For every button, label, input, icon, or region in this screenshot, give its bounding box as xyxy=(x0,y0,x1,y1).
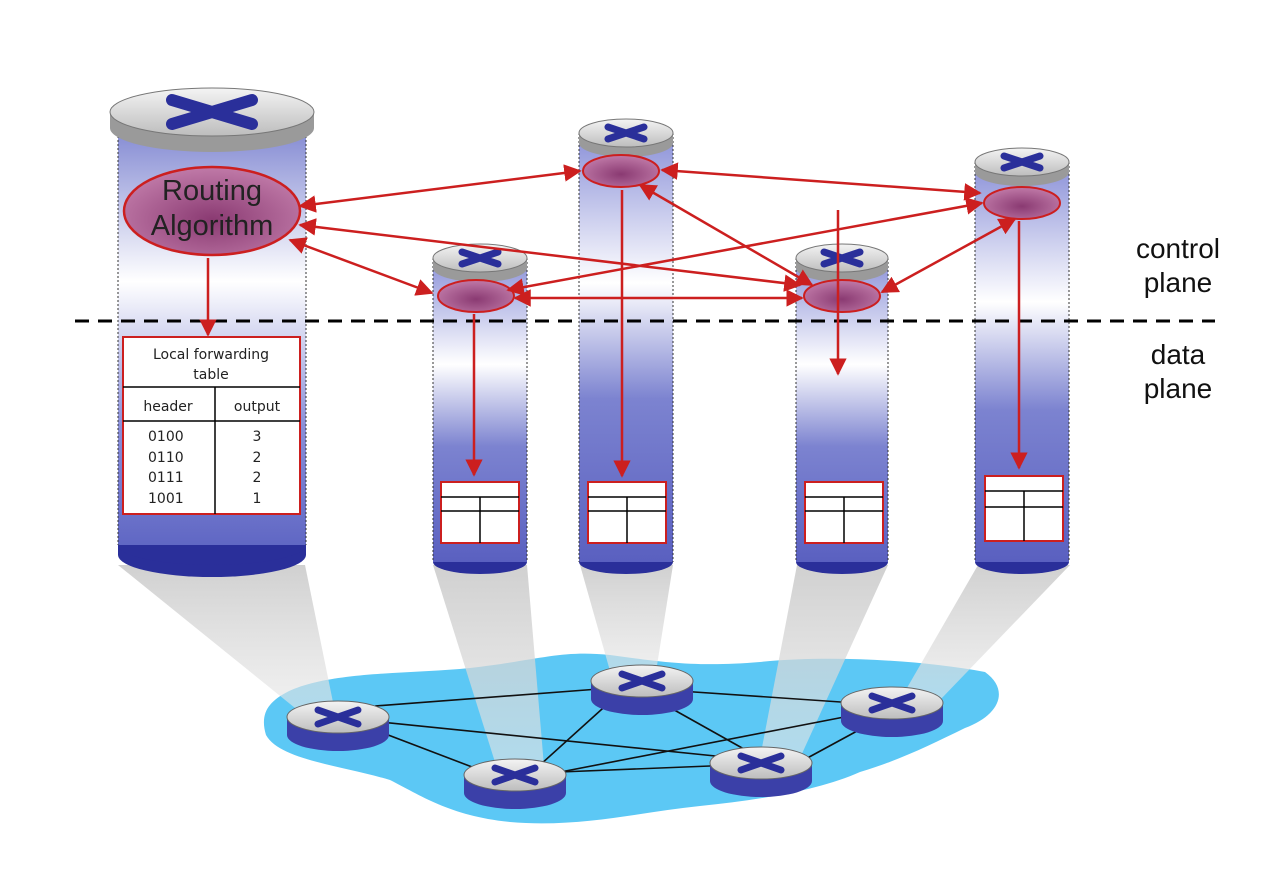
control-agent-5 xyxy=(983,186,1061,220)
table-cell: 0111 xyxy=(148,470,184,486)
table-title-line1: Local forwarding xyxy=(153,347,269,363)
control-agent-3 xyxy=(582,154,660,188)
link xyxy=(374,729,481,771)
router-icon xyxy=(840,686,944,737)
forwarding-table-small xyxy=(440,481,520,544)
control-plane-line1: control xyxy=(1135,233,1221,264)
projection-beams xyxy=(118,565,1070,778)
forwarding-table-small xyxy=(587,481,667,544)
data-plane-label: data plane xyxy=(1128,338,1228,406)
routing-algorithm-line1: Routing xyxy=(162,175,262,207)
control-agent-4 xyxy=(803,279,881,313)
router-icon xyxy=(463,758,567,809)
network-links xyxy=(374,687,871,776)
beam-3 xyxy=(580,565,673,678)
small-forwarding-tables xyxy=(440,475,1064,544)
link xyxy=(379,721,736,759)
forwarding-table-small xyxy=(804,481,884,544)
routing-algorithm: Routing Algorithm xyxy=(122,165,302,257)
control-arrow xyxy=(288,237,434,296)
routing-algorithm-line2: Algorithm xyxy=(151,210,274,242)
control-arrows xyxy=(199,162,1028,478)
table-cell: 1 xyxy=(253,491,262,507)
table-cell: 2 xyxy=(253,470,262,486)
link xyxy=(374,687,613,707)
network-routers xyxy=(286,664,944,809)
beam-1 xyxy=(118,565,335,712)
router-x-icon xyxy=(166,94,258,130)
table-header-col1: header xyxy=(143,399,193,415)
table-cell: 3 xyxy=(253,429,262,445)
control-agent-2 xyxy=(437,279,515,313)
control-plane-label: control plane xyxy=(1128,232,1228,300)
router-x-icon xyxy=(604,123,648,143)
control-arrow xyxy=(880,217,1017,294)
table-header-col2: output xyxy=(234,399,281,415)
control-arrow xyxy=(660,162,982,201)
beam-5 xyxy=(900,565,1070,700)
forwarding-table-small xyxy=(984,475,1064,542)
table-cell: 0110 xyxy=(148,450,184,466)
table-title-line2: table xyxy=(193,367,228,383)
link xyxy=(664,689,871,705)
router-icon xyxy=(590,664,694,715)
data-plane-line2: plane xyxy=(1143,373,1213,404)
link xyxy=(539,699,613,766)
local-forwarding-table: Local forwarding table header output 010… xyxy=(122,336,301,515)
router-icon xyxy=(709,746,813,797)
control-arrow xyxy=(506,197,984,296)
beam-4 xyxy=(760,565,888,758)
router-icon xyxy=(286,700,390,751)
data-plane-line1: data xyxy=(1150,339,1206,370)
local-control-agents xyxy=(437,154,1061,313)
control-arrow xyxy=(298,164,582,213)
table-cell: 0100 xyxy=(148,429,184,445)
table-cell: 2 xyxy=(253,450,262,466)
table-cell: 1001 xyxy=(148,491,184,507)
router-x-icon xyxy=(1000,152,1044,172)
control-plane-line2: plane xyxy=(1143,267,1213,298)
link xyxy=(559,764,736,773)
link xyxy=(544,711,871,776)
beam-2 xyxy=(433,565,545,778)
